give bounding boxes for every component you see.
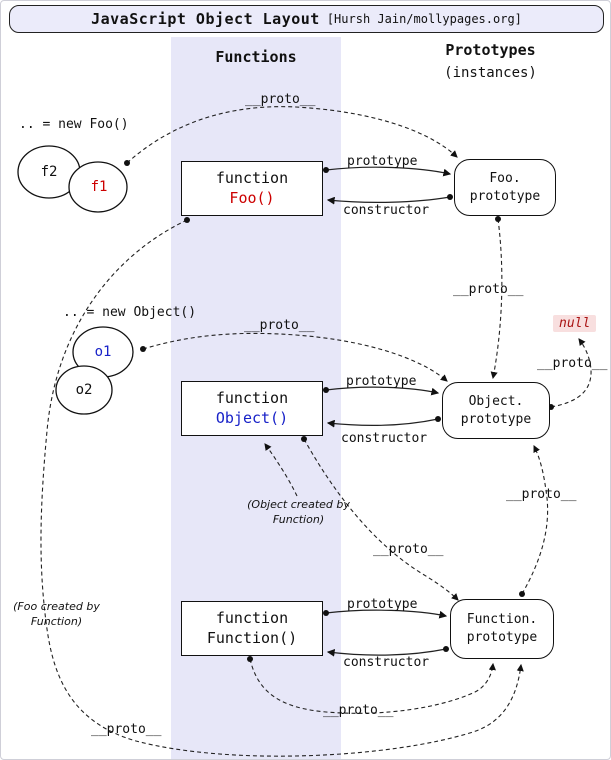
title-credit: [Hursh Jain/mollypages.org]	[326, 12, 522, 26]
edge-o1-proto-to-object-prototype	[142, 332, 448, 382]
edge-foo-fn-prototype	[325, 166, 452, 177]
object-created-annotation: (Object created by Function)	[247, 498, 350, 526]
edge-foo-prototype-constructor	[326, 196, 451, 205]
object-prototype-box: Object. prototype	[442, 382, 550, 439]
foo-prototype-line1: Foo.	[489, 170, 521, 186]
o2-label: o2	[75, 382, 93, 398]
edge-object-prototype-constructor	[326, 418, 439, 428]
function-function-box: function Function()	[181, 601, 323, 656]
foo-created-annotation: (Foo created by Function)	[13, 600, 100, 628]
proto-label-objectfn: __proto__	[373, 542, 444, 557]
edge-object-prototype-proto-to-null	[550, 338, 592, 408]
proto-label-null: __proto__	[537, 356, 608, 371]
proto-label-functionfn: __proto__	[323, 703, 394, 718]
new-object-label: .. = new Object()	[63, 305, 197, 320]
foo-prototype-box: Foo. prototype	[454, 159, 556, 216]
constructor-label-foo: constructor	[343, 203, 430, 218]
f1-circle	[68, 161, 128, 213]
prototype-label-function: prototype	[347, 597, 418, 612]
null-label: null	[553, 315, 597, 332]
edge-function-prototype-constructor	[326, 648, 447, 657]
constructor-label-object: constructor	[341, 431, 428, 446]
function-foo-box: function Foo()	[181, 161, 323, 216]
object-prototype-line2: prototype	[460, 411, 532, 427]
edge-function-prototype-proto-to-object-prototype	[521, 445, 549, 595]
function-function-name: Function()	[206, 628, 298, 647]
title-bar: JavaScript Object Layout [Hursh Jain/mol…	[9, 5, 604, 33]
f1-label: f1	[90, 179, 108, 195]
edge-foo-prototype-proto-to-object-prototype	[490, 218, 503, 380]
function-object-box: function Object()	[181, 381, 323, 436]
function-foo-keyword: function	[215, 169, 289, 187]
function-prototype-line1: Function.	[466, 612, 538, 628]
o2-circle	[55, 365, 113, 415]
page-title: JavaScript Object Layout	[91, 10, 320, 28]
proto-label-fnproto: __proto__	[506, 487, 577, 502]
proto-label-o1: __proto__	[244, 318, 315, 333]
function-prototype-box: Function. prototype	[450, 599, 554, 659]
proto-label-f1: __proto__	[245, 92, 316, 107]
proto-label-foofn: __proto__	[91, 722, 162, 737]
edge-foo-fn-proto-to-function-prototype	[40, 219, 524, 757]
foo-prototype-line2: prototype	[469, 188, 541, 204]
prototypes-column-header: Prototypes	[445, 41, 536, 59]
edge-annotation-to-object-fn	[264, 443, 298, 497]
functions-column-header: Functions	[215, 48, 297, 66]
object-prototype-line1: Object.	[468, 393, 524, 409]
function-object-name: Object()	[215, 408, 289, 427]
function-foo-name: Foo()	[229, 188, 275, 207]
new-foo-label: .. = new Foo()	[19, 117, 129, 132]
edge-object-fn-prototype	[325, 386, 440, 396]
prototype-label-foo: prototype	[347, 154, 418, 169]
prototype-label-object: prototype	[346, 374, 417, 389]
proto-label-fooproto: __proto__	[453, 282, 524, 297]
function-object-keyword: function	[215, 389, 289, 407]
f2-label: f2	[40, 164, 58, 180]
o1-label: o1	[94, 344, 112, 360]
edge-function-fn-proto-to-function-prototype	[249, 658, 496, 714]
function-function-keyword: function	[215, 609, 289, 627]
function-prototype-line2: prototype	[466, 630, 538, 645]
edge-f1-proto-to-foo-prototype	[126, 106, 458, 164]
edge-function-fn-prototype	[325, 609, 448, 619]
constructor-label-function: constructor	[343, 655, 430, 670]
edge-object-fn-proto-to-function-prototype	[303, 438, 459, 601]
prototypes-column-subheader: (instances)	[444, 65, 537, 81]
